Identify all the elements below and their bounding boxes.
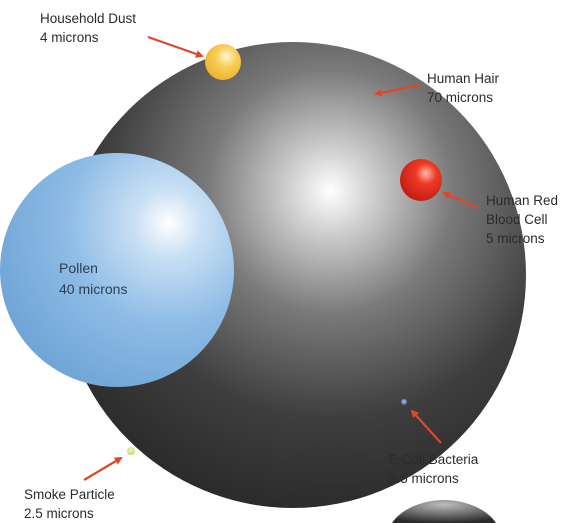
ecoli-arrow	[410, 409, 442, 444]
human-hair-label: Human Hair 70 microns	[427, 69, 499, 107]
pollen-label: Pollen 40 microns	[59, 258, 127, 300]
human-hair-size: 70 microns	[427, 90, 494, 105]
household-dust-label: Household Dust 4 microns	[40, 9, 136, 47]
household-dust-arrow	[147, 35, 204, 58]
household-dust-name: Household Dust	[40, 11, 137, 26]
pollen-size: 40 microns	[59, 281, 128, 297]
partial-sphere	[392, 500, 496, 523]
human-hair-arrow	[374, 83, 421, 97]
human-hair-circle	[60, 42, 526, 508]
smoke-particle-name: Smoke Particle	[24, 487, 115, 502]
red-blood-cell-name-line1: Human Red	[486, 193, 559, 208]
red-blood-cell-circle	[400, 159, 442, 201]
human-hair-name: Human Hair	[427, 71, 500, 86]
red-blood-cell-label: Human Red Blood Cell 5 microns	[486, 191, 558, 248]
household-dust-size: 4 microns	[40, 30, 99, 45]
smoke-particle-label: Smoke Particle 2.5 microns	[24, 485, 115, 523]
smoke-particle-arrow	[83, 456, 123, 481]
ecoli-name: E.Coli Bacteria	[389, 452, 479, 467]
ecoli-circle	[401, 399, 407, 405]
smoke-particle-circle	[127, 447, 135, 455]
smoke-particle-size: 2.5 microns	[24, 506, 94, 521]
red-blood-cell-name-line2: Blood Cell	[486, 212, 548, 227]
pollen-name: Pollen	[59, 260, 98, 276]
household-dust-circle	[205, 44, 241, 80]
red-blood-cell-size: 5 microns	[486, 231, 545, 246]
pollen-circle	[0, 153, 234, 387]
ecoli-label: E.Coli Bacteria 2.5 microns	[389, 450, 478, 488]
ecoli-size: 2.5 microns	[389, 471, 459, 486]
red-blood-cell-arrow	[442, 191, 479, 210]
